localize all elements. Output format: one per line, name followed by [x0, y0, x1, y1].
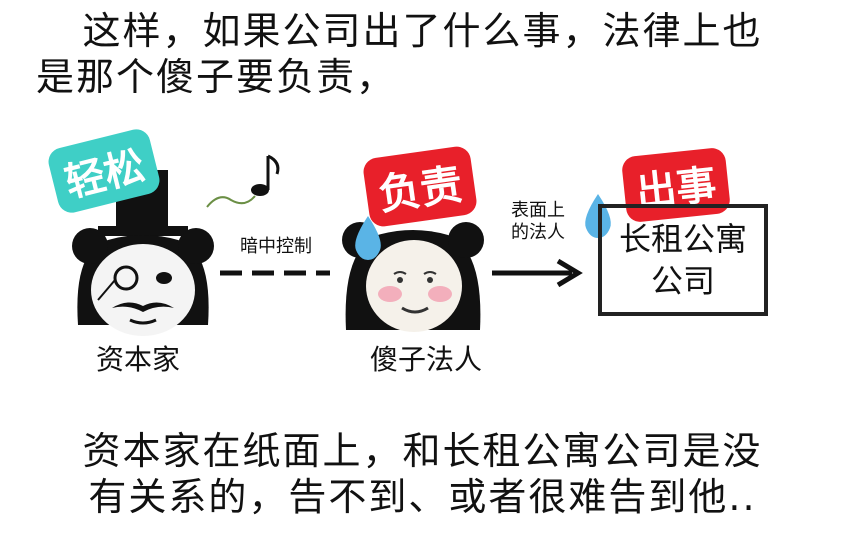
top-caption-line-1: 这样，如果公司出了什么事，法律上也 [82, 9, 763, 53]
bottom-caption: 资本家在纸面上，和长租公寓公司是没 有关系的，告不到、或者很难告到他.. [0, 428, 845, 520]
legal-person-label: 傻子法人 [369, 343, 482, 376]
bottom-caption-line-1: 资本家在纸面上，和长租公寓公司是没 [82, 429, 763, 473]
capitalist-label: 资本家 [95, 343, 180, 376]
company-name-line-2: 公司 [650, 262, 715, 300]
dashed-line-icon [220, 270, 330, 276]
top-caption: 这样，如果公司出了什么事，法律上也 是那个傻子要负责， [0, 8, 845, 100]
arrow-right-icon [492, 258, 583, 288]
top-caption-line-2: 是那个傻子要负责， [36, 55, 397, 99]
tear-drop-icon [355, 216, 381, 260]
legal-arrow-label: 表面上 的法人 [498, 200, 578, 244]
music-note-icon [206, 154, 280, 208]
capitalist-panda-icon [72, 170, 214, 336]
control-link-label: 暗中控制 [240, 236, 312, 257]
legal-arrow-label-line-2: 的法人 [511, 222, 565, 243]
company-name-line-1: 长租公寓 [618, 220, 747, 258]
bottom-caption-line-2: 有关系的，告不到、或者很难告到他.. [88, 475, 757, 519]
legal-arrow-label-line-1: 表面上 [511, 200, 565, 221]
company-box: 长租公寓 公司 [598, 204, 768, 316]
legal-person-panda-icon [342, 222, 484, 332]
